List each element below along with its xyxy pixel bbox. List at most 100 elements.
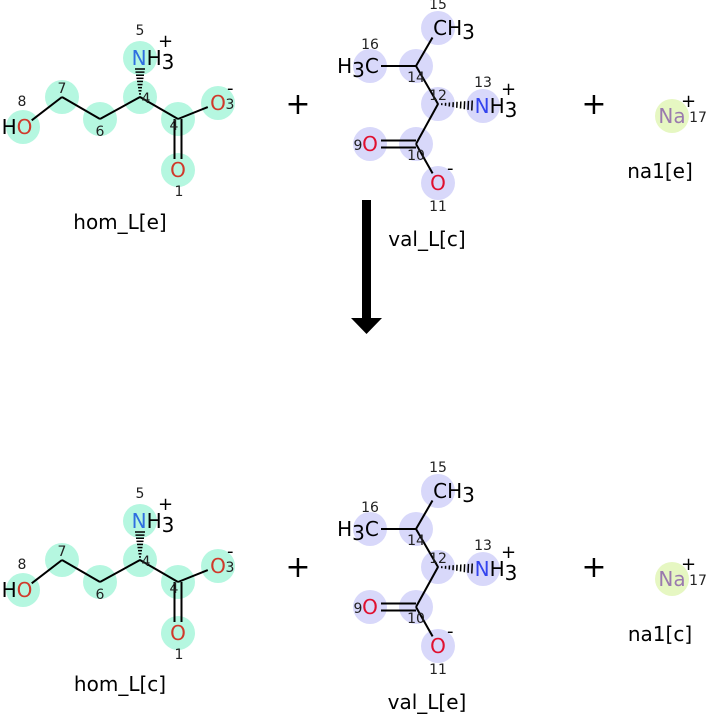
molecule-na[interactable]: Na+17 na1[e]	[627, 91, 707, 183]
atom-label: O	[210, 91, 226, 115]
atom-index: 15	[429, 460, 447, 476]
positive-charge: +	[158, 494, 173, 515]
plus-sign: +	[285, 550, 310, 585]
atom-label: CH3	[433, 16, 475, 44]
atom-highlight	[655, 99, 689, 133]
atom-index: 11	[429, 199, 447, 215]
single-bond	[31, 559, 63, 585]
atom-highlight	[123, 504, 157, 538]
atom-highlight	[421, 166, 455, 200]
atom-index: 8	[18, 94, 27, 110]
molecule-name: na1[e]	[627, 159, 693, 183]
atom-index: 11	[429, 662, 447, 678]
atom-index: 10	[407, 148, 425, 164]
atom-highlight	[353, 512, 387, 546]
atom-label: HO	[2, 115, 33, 139]
molecule-name: val_L[e]	[388, 690, 467, 714]
atom-highlight	[201, 86, 235, 120]
positive-charge: +	[681, 554, 696, 575]
single-bond	[177, 106, 209, 120]
atom-highlight	[466, 552, 500, 586]
atom-index: 5	[136, 23, 145, 39]
atom-label: O	[362, 595, 378, 619]
atom-index: 17	[689, 573, 707, 589]
positive-charge: +	[681, 91, 696, 112]
atom-highlight	[161, 153, 195, 187]
single-bond	[415, 37, 434, 67]
atom-index: 6	[96, 587, 105, 603]
atom-index: 5	[136, 486, 145, 502]
single-bond	[99, 559, 141, 583]
positive-charge: +	[501, 79, 516, 100]
atom-index: 1	[175, 647, 184, 663]
atom-label: O	[362, 132, 378, 156]
atom-index: 16	[361, 37, 379, 53]
single-bond	[61, 559, 101, 583]
atom-highlight	[161, 616, 195, 650]
hashed-wedge-bond	[437, 563, 473, 574]
atom-highlight	[353, 127, 387, 161]
atom-index: 1	[175, 184, 184, 200]
single-bond	[61, 96, 101, 120]
hashed-wedge-bond	[437, 100, 473, 111]
atom-highlight	[353, 49, 387, 83]
atom-label: NH3	[475, 94, 518, 122]
hashed-wedge-bond	[135, 68, 145, 98]
atom-index: 16	[361, 500, 379, 516]
atom-label: NH3	[475, 557, 518, 585]
atom-label: NH3	[132, 46, 175, 74]
negative-charge: -	[227, 541, 234, 562]
atom-highlight	[6, 573, 40, 607]
hashed-wedge-bond	[135, 531, 145, 561]
negative-charge: -	[447, 621, 454, 642]
atom-index: 9	[354, 601, 363, 617]
atom-highlight	[353, 590, 387, 624]
atom-index: 17	[689, 110, 707, 126]
molecule-name: na1[c]	[628, 622, 692, 646]
atom-index: 6	[96, 124, 105, 140]
atom-highlight	[421, 11, 455, 45]
atom-label: O	[170, 158, 186, 182]
atom-highlight	[466, 89, 500, 123]
atom-highlight	[123, 41, 157, 75]
atom-index: 10	[407, 611, 425, 627]
atom-index: 3	[226, 560, 235, 576]
atom-index: 15	[429, 0, 447, 13]
atom-index: 14	[407, 70, 425, 86]
atom-index: 7	[58, 544, 67, 560]
atom-index: 4	[142, 91, 151, 107]
atom-label: Na	[658, 104, 685, 128]
atom-label: O	[210, 554, 226, 578]
single-bond	[415, 103, 439, 145]
atom-label: HO	[2, 578, 33, 602]
single-bond	[99, 96, 141, 120]
single-bond	[31, 96, 63, 122]
atom-index: 4	[170, 581, 179, 597]
single-bond	[415, 528, 439, 568]
atom-highlight	[421, 629, 455, 663]
atom-label: NH3	[132, 509, 175, 537]
molecule-name: val_L[c]	[388, 227, 465, 251]
atom-index: 4	[142, 554, 151, 570]
atom-index: 9	[354, 138, 363, 154]
positive-charge: +	[501, 542, 516, 563]
atom-label: O	[430, 171, 446, 195]
single-bond	[415, 606, 434, 637]
plus-sign: +	[581, 550, 606, 585]
atom-index: 13	[474, 75, 492, 91]
single-bond	[415, 65, 439, 105]
molecule-name: hom_L[c]	[74, 672, 166, 696]
single-bond	[139, 559, 179, 583]
molecule-name: hom_L[e]	[73, 210, 166, 234]
negative-charge: -	[227, 78, 234, 99]
atom-label: H3C	[337, 54, 379, 82]
atom-label: CH3	[433, 479, 475, 507]
reaction-arrow	[351, 200, 382, 334]
atom-highlight	[201, 549, 235, 583]
